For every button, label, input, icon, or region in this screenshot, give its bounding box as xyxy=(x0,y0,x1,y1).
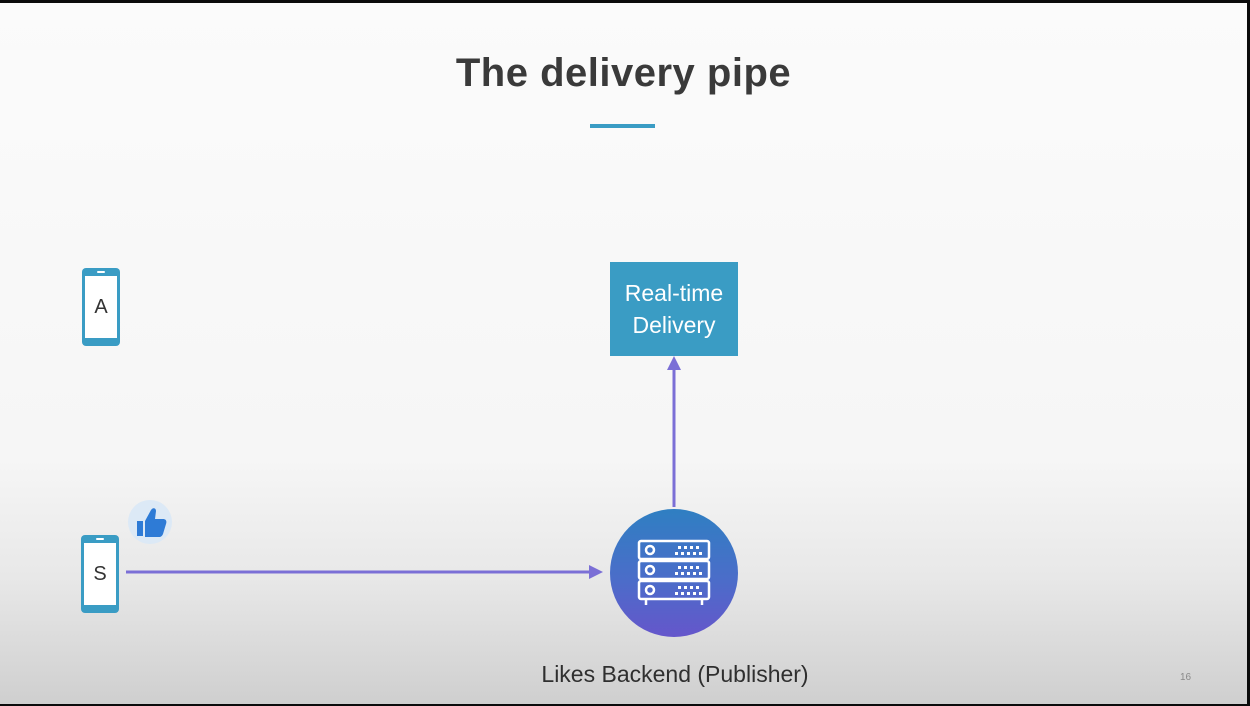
phone-a: A xyxy=(82,268,120,346)
phone-s: S xyxy=(81,535,119,613)
thumbs-up-icon xyxy=(137,508,167,537)
arrow-s-to-backend xyxy=(126,565,603,579)
likes-backend-node xyxy=(610,509,738,637)
page-number: 16 xyxy=(1180,672,1192,683)
slide-title: The delivery pipe xyxy=(455,51,792,95)
mobile-phone-icon xyxy=(81,535,119,613)
realtime-delivery-line2: Delivery xyxy=(632,312,716,338)
phone-s-label: S xyxy=(93,563,107,585)
like-badge xyxy=(128,500,172,544)
realtime-delivery-line1: Real-time xyxy=(624,280,724,306)
slide: The delivery pipe A S xyxy=(0,3,1247,704)
realtime-delivery-box: Real-time Delivery xyxy=(610,262,738,356)
mobile-phone-icon xyxy=(82,268,120,346)
title-underline xyxy=(590,124,655,128)
likes-backend-label: Likes Backend (Publisher) xyxy=(541,661,809,687)
connector-layer xyxy=(126,356,681,579)
phone-a-label: A xyxy=(94,296,108,318)
arrow-backend-to-realtime xyxy=(667,356,681,507)
server-rack-icon xyxy=(637,539,711,605)
